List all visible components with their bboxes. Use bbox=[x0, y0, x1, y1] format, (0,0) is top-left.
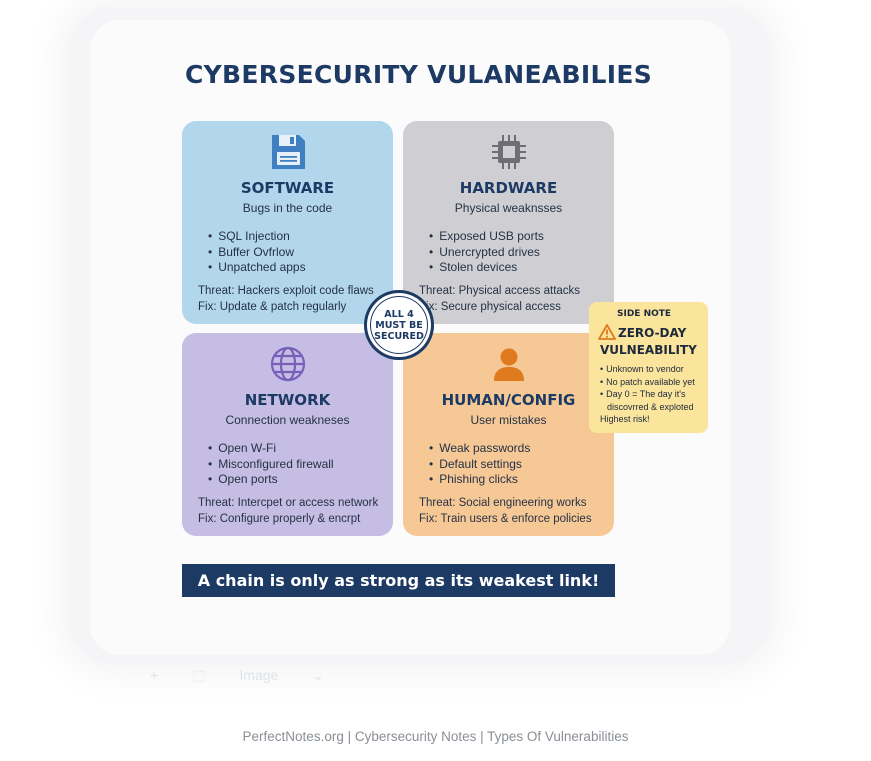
badge-line: ALL 4 bbox=[384, 308, 414, 320]
side-note-title: ZERO-DAY bbox=[618, 326, 687, 340]
list-item: Stolen devices bbox=[429, 260, 544, 276]
threat-text: Threat: Social engineering works bbox=[419, 497, 587, 509]
warning-icon bbox=[598, 324, 616, 340]
list-item: Misconfigured firewall bbox=[208, 457, 333, 473]
quadrant-network: NETWORK Connection weakneses Open W-Fi M… bbox=[182, 333, 393, 536]
fix-text: Fix: Update & patch regularly bbox=[198, 300, 347, 313]
chevron-down-icon: ⌄ bbox=[312, 666, 325, 683]
badge-line: SECURED bbox=[374, 330, 424, 342]
plus-icon: + bbox=[150, 667, 159, 683]
threat-fix-block: Threat: Social engineering works Fix: Tr… bbox=[419, 496, 592, 527]
threat-text: Threat: Intercpet or access network bbox=[198, 497, 379, 509]
fix-text: Fix: Configure properly & encrpt bbox=[198, 512, 361, 525]
list-item: Unknown to vendor bbox=[600, 363, 704, 376]
list-item: Exposed USB ports bbox=[429, 229, 544, 245]
quadrant-list: Exposed USB ports Unercrypted drives Sto… bbox=[429, 229, 544, 276]
page-title: CYBERSECURITY VULANEABILIES bbox=[185, 60, 653, 89]
weakest-link-banner: A chain is only as strong as its weakest… bbox=[182, 564, 615, 597]
user-icon bbox=[493, 348, 524, 381]
fix-text: Fix: Secure physical access bbox=[419, 300, 561, 313]
list-item: Open W-Fi bbox=[208, 441, 334, 457]
side-note-list: Unknown to vendor No patch available yet… bbox=[600, 363, 704, 426]
globe-icon bbox=[270, 346, 305, 382]
quadrant-hardware: HARDWARE Physical weaknsses Exposed USB … bbox=[403, 121, 614, 324]
quadrant-human-config: HUMAN/CONFIG User mistakes Weak password… bbox=[403, 333, 614, 536]
fix-text: Fix: Train users & enforce policies bbox=[419, 512, 592, 525]
quadrant-name: NETWORK bbox=[244, 391, 331, 409]
list-item: No patch available yet bbox=[600, 376, 704, 389]
list-item: Buffer Ovfrlow bbox=[208, 245, 306, 261]
list-item: SQL Injection bbox=[208, 229, 306, 245]
quadrant-subtitle: Bugs in the code bbox=[242, 201, 333, 215]
list-item: Unercrypted drives bbox=[429, 245, 544, 261]
quadrant-subtitle: User mistakes bbox=[470, 413, 547, 427]
list-item: Day 0 = The day it's discovrred & explot… bbox=[600, 388, 704, 413]
quadrant-software: SOFTWARE Bugs in the code SQL Injection … bbox=[182, 121, 393, 324]
quadrant-subtitle: Connection weakneses bbox=[225, 413, 350, 427]
list-item: Unpatched apps bbox=[208, 260, 305, 276]
threat-fix-block: Threat: Hackers exploit code flaws Fix: … bbox=[198, 284, 374, 315]
side-note-title: VULNEABILITY bbox=[600, 343, 697, 357]
quadrant-list: Weak passwords Default settings Phishing… bbox=[429, 441, 530, 488]
threat-fix-block: Threat: Intercpet or access network Fix:… bbox=[198, 496, 378, 527]
list-item: Open ports bbox=[208, 472, 334, 488]
side-note-heading: SIDE NOTE bbox=[617, 309, 672, 319]
faded-toolbar: + ⬚ Image ⌄ bbox=[150, 660, 410, 690]
all-four-secured-badge: ALL 4 MUST BE SECURED bbox=[364, 290, 434, 360]
floppy-disk-icon bbox=[271, 135, 305, 169]
threat-text: Threat: Hackers exploit code flaws bbox=[198, 285, 374, 297]
quadrant-list: SQL Injection Buffer Ovfrlow Unpatched a… bbox=[208, 229, 306, 276]
threat-fix-block: Threat: Physical access attacks Fix: Sec… bbox=[419, 284, 580, 315]
list-item: Phishing clicks bbox=[429, 472, 530, 488]
quadrant-name: HUMAN/CONFIG bbox=[441, 391, 576, 409]
image-label: Image bbox=[239, 667, 279, 683]
list-item: Weak passwords bbox=[429, 441, 530, 457]
footer-credit: PerfectNotes.org | Cybersecurity Notes |… bbox=[242, 729, 629, 744]
threat-text: Threat: Physical access attacks bbox=[419, 285, 581, 297]
list-item: Default settings bbox=[429, 457, 530, 473]
quadrant-name: SOFTWARE bbox=[240, 179, 335, 197]
quadrant-list: Open W-Fi Misconfigured firewall Open po… bbox=[208, 441, 334, 488]
badge-line: MUST BE bbox=[375, 319, 423, 331]
chip-icon bbox=[491, 135, 526, 169]
crop-icon: ⬚ bbox=[192, 666, 206, 683]
quadrant-name: HARDWARE bbox=[459, 179, 558, 197]
quadrant-subtitle: Physical weaknsses bbox=[454, 201, 563, 215]
side-note-card: SIDE NOTE ZERO-DAY VULNEABILITY Unknown … bbox=[589, 302, 708, 433]
side-note-emphasis: Highest risk! bbox=[600, 414, 650, 424]
